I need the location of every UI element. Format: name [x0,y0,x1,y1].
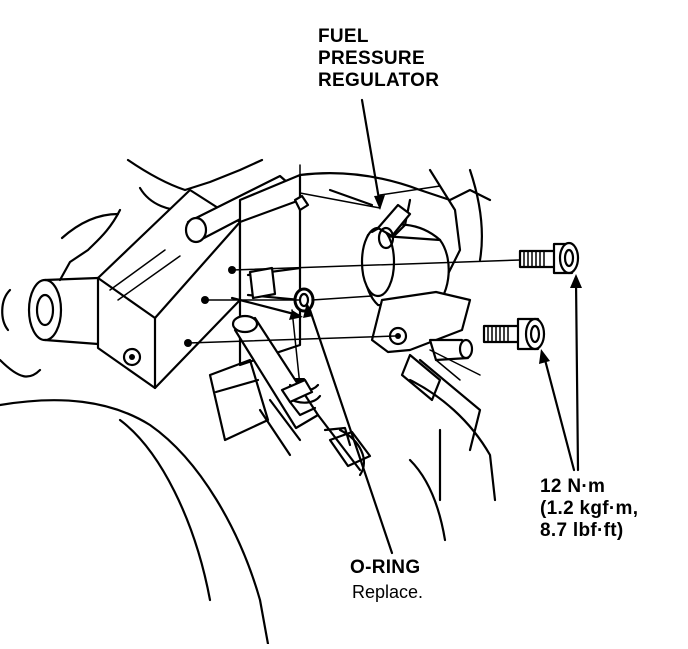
fpr-label-line-2: PRESSURE [318,47,425,69]
alignment-lines [187,185,521,381]
fuel-pressure-regulator-label: FUEL PRESSURE REGULATOR [318,26,439,92]
fuel-pressure-regulator [360,203,474,362]
upper-bolt [518,241,580,275]
leader-lines [230,98,582,555]
o-ring-label: O-RING [350,557,421,578]
torque-label-line-3: 8.7 lbf·ft) [540,519,624,541]
engine-background [0,158,497,646]
fpr-label-line-1: FUEL [318,26,369,47]
hose-clamp [280,378,352,447]
o-ring-replace-note: Replace. [352,582,424,602]
torque-spec-label: 12 N·m (1.2 kgf·m, 8.7 lbf·ft) [540,476,638,542]
fpr-label-line-3: REGULATOR [318,69,440,91]
torque-label-line-2: (1.2 kgf·m, [540,497,639,519]
torque-label-line-1: 12 N·m [540,476,606,497]
lower-bolt [482,317,546,351]
